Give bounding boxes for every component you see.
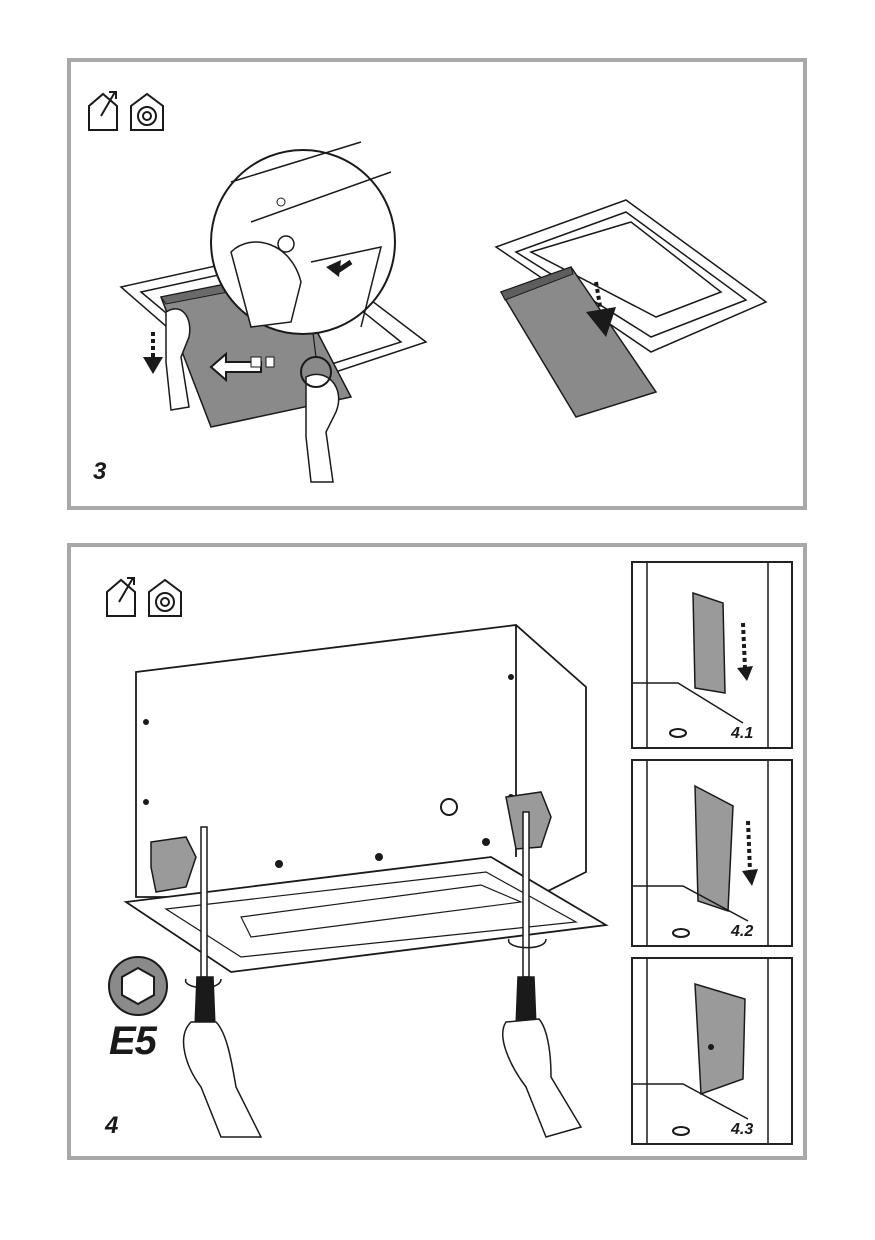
left-hand-screwdriver xyxy=(182,1021,263,1138)
mode-icons-step-3 xyxy=(88,91,164,131)
step-number: 4 xyxy=(105,1112,119,1139)
bracket xyxy=(694,982,746,1096)
inset-4-2: 4.2 xyxy=(631,759,793,947)
filter-removal-illustration xyxy=(119,141,428,483)
ducted-mode-icon xyxy=(106,577,136,617)
step-number: 3 xyxy=(93,458,107,485)
duct-connector xyxy=(440,798,458,816)
left-bracket xyxy=(150,836,197,893)
substep-label: 4.3 xyxy=(731,1121,754,1138)
left-hand xyxy=(165,308,191,411)
magnified-detail xyxy=(210,141,396,358)
ducted-mode-icon xyxy=(88,91,118,131)
right-rotate-arrow xyxy=(508,938,547,949)
inset-4-1-drawing xyxy=(633,563,769,747)
inset-4-3-drawing xyxy=(633,959,769,1143)
inset-4-1: 4.1 xyxy=(631,561,793,749)
substep-label: 4.1 xyxy=(731,725,754,742)
pull-down-arrow xyxy=(143,332,163,374)
inset-4-2-drawing xyxy=(633,761,769,945)
bracket xyxy=(692,591,726,694)
right-hand xyxy=(305,373,340,483)
hex-socket-icon xyxy=(108,956,168,1016)
lower-down-arrow xyxy=(586,281,616,337)
filter-lowered-illustration xyxy=(494,199,768,418)
slide-left-arrow xyxy=(209,351,262,383)
bracket xyxy=(694,784,734,913)
press-arrow xyxy=(326,260,341,277)
hood-frame-right xyxy=(494,199,768,353)
step-4-panel: E5 4 4.1 4.2 xyxy=(67,543,807,1160)
recirculation-mode-icon xyxy=(130,92,164,131)
right-hand-screwdriver xyxy=(502,1018,583,1138)
hood-unit-illustration xyxy=(123,624,609,1138)
recirculation-mode-icon xyxy=(148,578,182,617)
inset-4-3: 4.3 xyxy=(631,957,793,1145)
step-3-panel: 3 xyxy=(67,58,807,510)
substep-label: 4.2 xyxy=(731,923,754,940)
tool-size-label: E5 xyxy=(109,1019,157,1063)
mode-icons-step-4 xyxy=(106,577,182,617)
left-rotate-arrow xyxy=(185,978,222,989)
